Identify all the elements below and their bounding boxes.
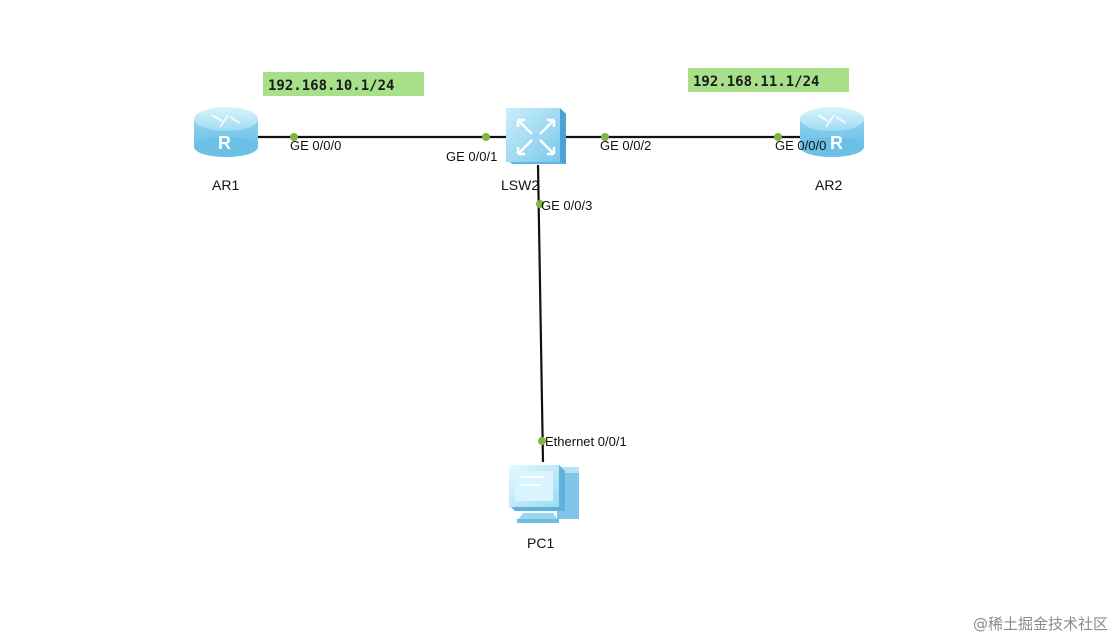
port-label-lsw2-ge001: GE 0/0/1 [446,149,497,164]
device-label-ar1: AR1 [212,177,239,193]
device-label-lsw2: LSW2 [501,177,539,193]
port-label-lsw2-ge002: GE 0/0/2 [600,138,651,153]
port-label-ar1-ge000: GE 0/0/0 [290,138,341,153]
port-dot-lsw2-ge003[interactable] [536,200,544,208]
device-label-pc1: PC1 [527,535,554,551]
ip-label-ar1: 192.168.10.1/24 [263,72,424,96]
port-dot-ar1-ge000[interactable] [290,133,298,141]
port-dot-lsw2-ge001[interactable] [482,133,490,141]
ip-text-ar1: 192.168.10.1/24 [268,78,394,94]
ip-text-ar2: 192.168.11.1/24 [693,74,819,90]
port-label-pc1-eth001: Ethernet 0/0/1 [545,434,627,449]
watermark: @稀土掘金技术社区 [972,615,1108,633]
router-icon[interactable]: R [800,107,864,157]
port-dot-ar2-ge000[interactable] [774,133,782,141]
ip-label-ar2: 192.168.11.1/24 [688,68,849,92]
device-label-ar2: AR2 [815,177,842,193]
port-label-ar2-ge000: GE 0/0/0 [775,138,826,153]
router-glyph: R [830,133,843,153]
switch-icon[interactable] [506,108,566,164]
link-lsw2-pc1[interactable] [536,164,545,463]
router-glyph: R [218,133,231,153]
pc-icon[interactable] [509,465,579,523]
router-icon[interactable]: R [194,107,258,157]
port-dot-lsw2-ge002[interactable] [601,133,609,141]
port-label-lsw2-ge003: GE 0/0/3 [541,198,592,213]
port-dot-pc1-eth001[interactable] [538,437,546,445]
